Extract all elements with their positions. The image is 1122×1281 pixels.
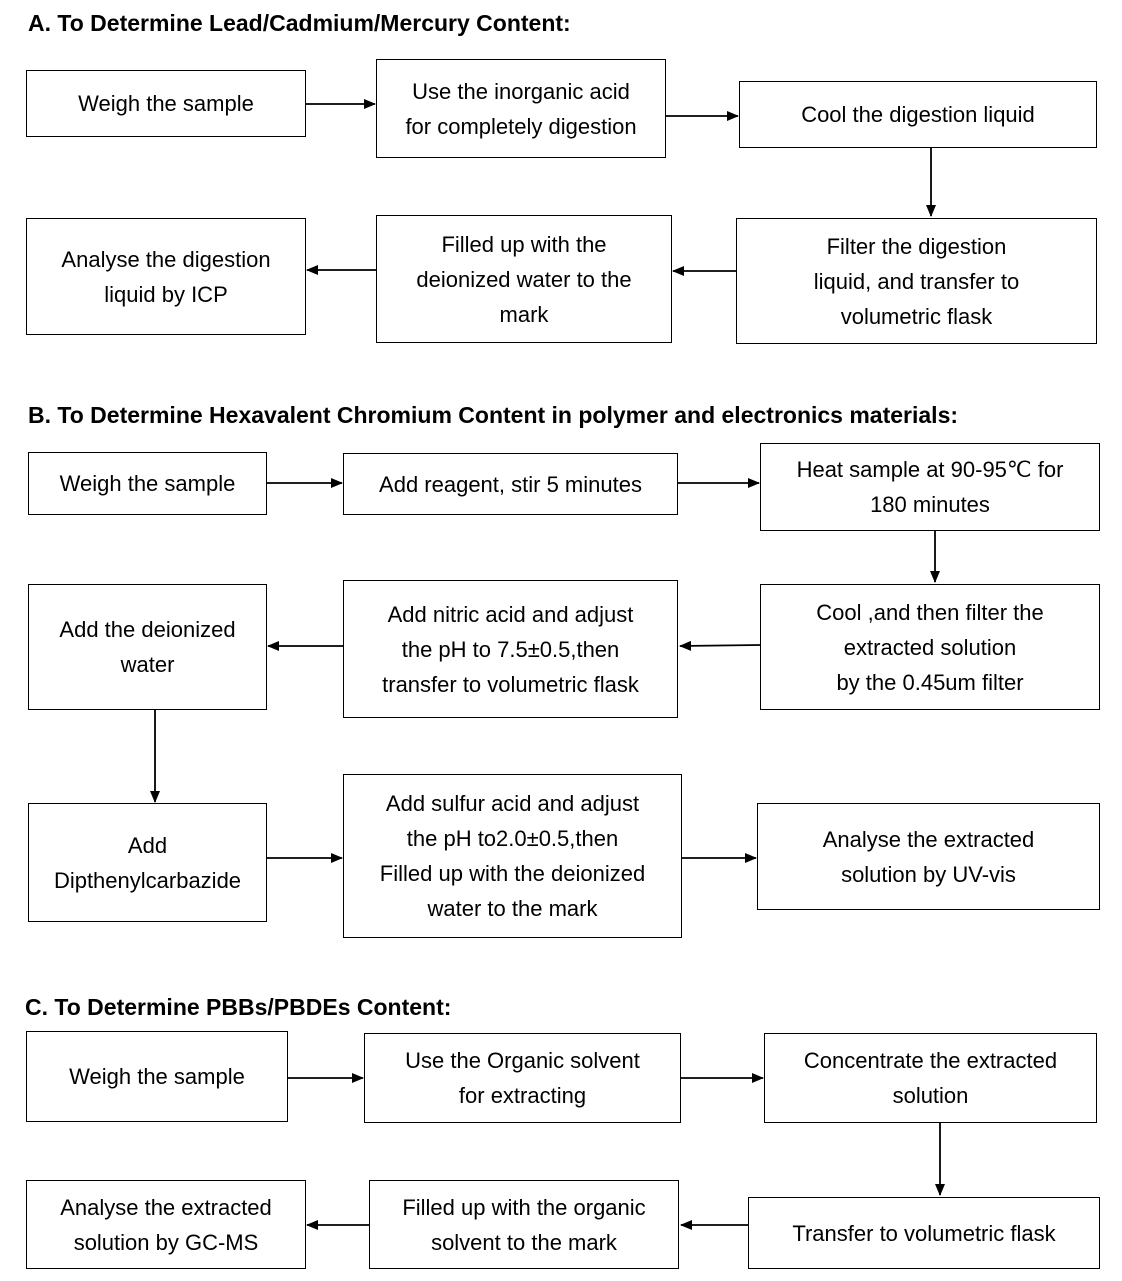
- step-text: Filled up with the organic: [402, 1194, 646, 1220]
- step-text: Heat sample at 90-95℃ for: [796, 457, 1064, 482]
- step-text: transfer to volumetric flask: [382, 671, 639, 697]
- step-b7-box: Add Dipthenylcarbazide: [28, 803, 267, 922]
- step-text: Analyse the digestion: [61, 246, 271, 272]
- step-text: deionized water to the: [416, 266, 632, 292]
- step-text: Dipthenylcarbazide: [53, 867, 242, 893]
- step-c3-box: Concentrate the extracted solution: [764, 1033, 1097, 1123]
- arrow-b4-b5: [679, 640, 761, 651]
- step-a1-box: Weigh the sample: [26, 70, 306, 137]
- step-text: Use the Organic solvent: [405, 1048, 640, 1073]
- step-text: for completely digestion: [405, 113, 637, 139]
- step-text: the pH to2.0±0.5,then: [406, 826, 619, 851]
- step-text: Weigh the sample: [78, 91, 254, 116]
- step-text: liquid by ICP: [104, 281, 228, 307]
- step-text: solution: [892, 1083, 969, 1108]
- step-text: for extracting: [458, 1083, 587, 1108]
- step-text: Concentrate the extracted: [803, 1048, 1058, 1073]
- section-c-heading: C. To Determine PBBs/PBDEs Content:: [25, 994, 452, 1020]
- step-text: liquid, and transfer to: [813, 268, 1020, 294]
- step-c1-box: Weigh the sample: [26, 1031, 288, 1122]
- section-a-heading: A. To Determine Lead/Cadmium/Mercury Con…: [28, 10, 571, 36]
- step-text: extracted solution: [843, 634, 1017, 660]
- step-text: solution by UV-vis: [841, 861, 1016, 887]
- step-text: Cool the digestion liquid: [801, 102, 1035, 127]
- step-text: Filled up with the: [441, 231, 607, 257]
- step-text: solvent to the mark: [431, 1229, 617, 1255]
- step-b1-box: Weigh the sample: [28, 452, 267, 515]
- step-a6-box: Analyse the digestion liquid by ICP: [26, 218, 306, 335]
- step-c5-box: Filled up with the organic solvent to th…: [369, 1180, 679, 1269]
- step-b9-box: Analyse the extracted solution by UV-vis: [757, 803, 1100, 910]
- step-text: the pH to 7.5±0.5,then: [401, 636, 620, 662]
- step-text: Cool ,and then filter the: [816, 599, 1044, 625]
- step-text: Transfer to volumetric flask: [792, 1220, 1056, 1246]
- step-b4-box: Cool ,and then filter the extracted solu…: [760, 584, 1100, 710]
- step-text: Weigh the sample: [69, 1064, 245, 1089]
- step-text: water: [120, 652, 175, 677]
- step-text: 180 minutes: [870, 492, 990, 517]
- step-a3-box: Cool the digestion liquid: [739, 81, 1097, 148]
- step-b5-box: Add nitric acid and adjust the pH to 7.5…: [343, 580, 678, 718]
- step-text: Add: [127, 832, 168, 858]
- step-a4-box: Filter the digestion liquid, and transfe…: [736, 218, 1097, 344]
- step-text: Analyse the extracted: [60, 1194, 272, 1220]
- step-c6-box: Analyse the extracted solution by GC-MS: [26, 1180, 306, 1269]
- step-b6-box: Add the deionized water: [28, 584, 267, 710]
- step-b8-box: Add sulfur acid and adjust the pH to2.0±…: [343, 774, 682, 938]
- step-text: Filter the digestion: [826, 233, 1007, 259]
- step-text: Use the inorganic acid: [412, 78, 630, 104]
- step-text: mark: [499, 301, 549, 327]
- step-text: water to the mark: [427, 896, 598, 921]
- step-text: Add sulfur acid and adjust: [385, 791, 640, 816]
- step-text: Analyse the extracted: [822, 826, 1035, 852]
- step-text: Weigh the sample: [59, 471, 236, 496]
- step-text: Add reagent, stir 5 minutes: [379, 471, 642, 497]
- step-c2-box: Use the Organic solvent for extracting: [364, 1033, 681, 1123]
- step-text: Add nitric acid and adjust: [387, 601, 634, 627]
- step-text: Filled up with the deionized: [379, 861, 646, 886]
- step-a5-box: Filled up with the deionized water to th…: [376, 215, 672, 343]
- step-b2-box: Add reagent, stir 5 minutes: [343, 453, 678, 515]
- step-c4-box: Transfer to volumetric flask: [748, 1197, 1100, 1269]
- step-text: by the 0.45um filter: [836, 669, 1024, 695]
- step-a2-box: Use the inorganic acid for completely di…: [376, 59, 666, 158]
- step-b3-box: Heat sample at 90-95℃ for 180 minutes: [760, 443, 1100, 531]
- step-text: solution by GC-MS: [73, 1229, 259, 1255]
- section-b-heading: B. To Determine Hexavalent Chromium Cont…: [28, 402, 959, 428]
- step-text: volumetric flask: [840, 303, 993, 329]
- step-text: Add the deionized: [59, 617, 236, 642]
